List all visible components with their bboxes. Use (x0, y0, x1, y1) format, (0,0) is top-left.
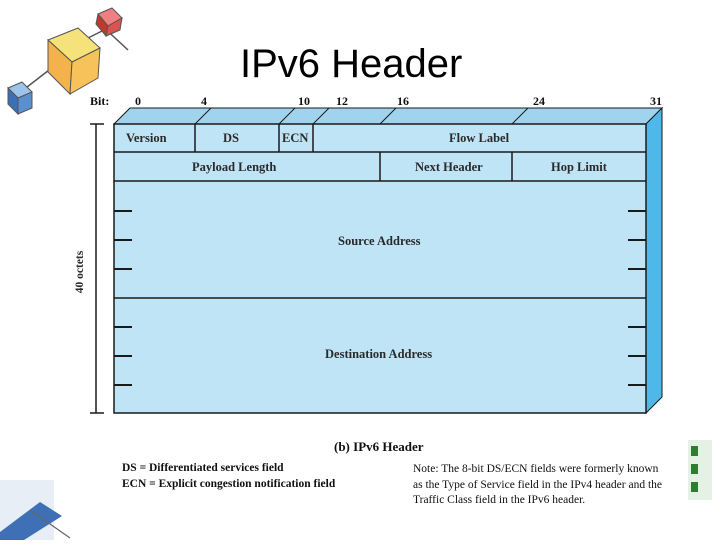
bit-mark-0: 0 (135, 94, 141, 108)
field-ds: DS (223, 131, 239, 145)
dice-decoration-icon (688, 440, 712, 500)
bit-mark-4: 4 (201, 94, 207, 108)
bit-mark-10: 10 (298, 94, 310, 108)
field-source-address: Source Address (338, 234, 421, 248)
bit-label: Bit: (90, 94, 110, 108)
corner-decoration-icon (0, 480, 71, 540)
legend-ds: DS = Differentiated services field (122, 462, 284, 474)
field-ecn: ECN (282, 131, 309, 145)
bit-mark-24: 24 (533, 94, 545, 108)
field-destination-address: Destination Address (325, 347, 433, 361)
bit-mark-31: 31 (650, 94, 662, 108)
octets-label: 40 octets (74, 250, 86, 294)
diagram-caption: (b) IPv6 Header (334, 439, 424, 454)
field-flow-label: Flow Label (449, 131, 510, 145)
field-version: Version (126, 131, 167, 145)
bit-mark-16: 16 (397, 94, 409, 108)
legend-ecn: ECN = Explicit congestion notification f… (122, 478, 336, 490)
field-next-header: Next Header (415, 160, 483, 174)
footnote: Note: The 8-bit DS/ECN fields were forme… (413, 463, 663, 507)
cube-cluster-icon (7, 7, 129, 116)
field-payload-length: Payload Length (192, 160, 277, 174)
bit-mark-12: 12 (336, 94, 348, 108)
slide-title: IPv6 Header (240, 42, 463, 86)
field-hop-limit: Hop Limit (551, 160, 607, 174)
